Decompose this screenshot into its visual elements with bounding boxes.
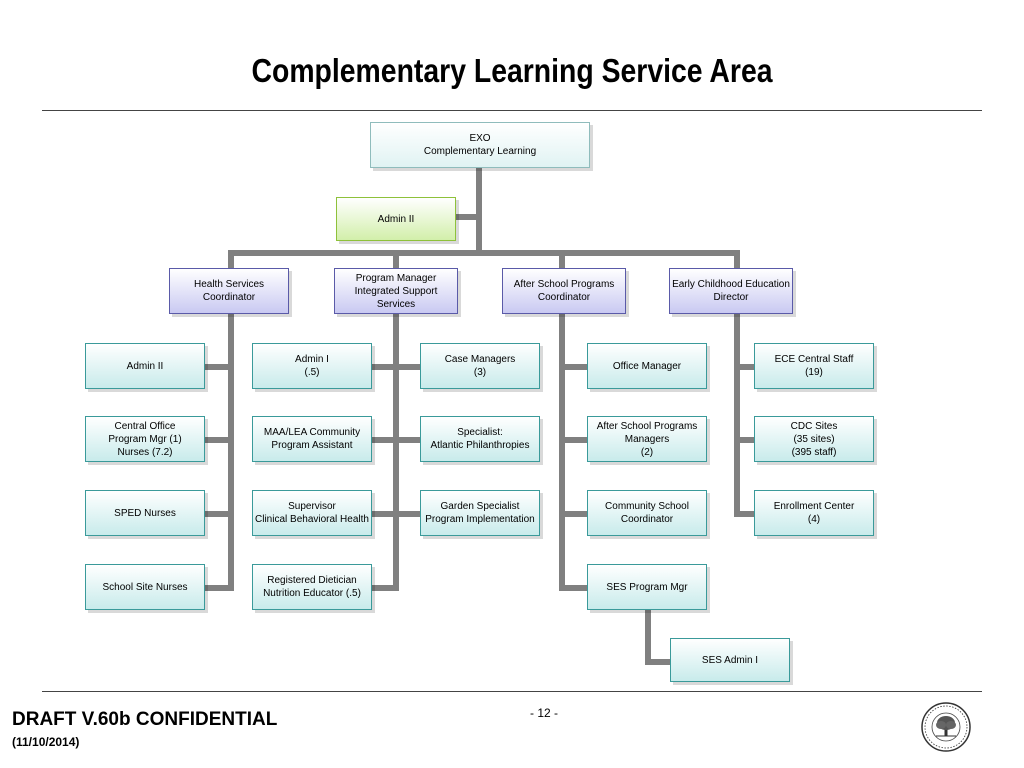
box-label: Nutrition Educator (.5) <box>263 588 361 599</box>
health-admin-ii-box: Admin II <box>85 343 205 389</box>
box-label: Clinical Behavioral Health <box>255 514 369 525</box>
box-label: Community School <box>605 501 689 512</box>
box-label: After School Programs <box>596 420 698 432</box>
school-site-nurses-box: School Site Nurses <box>85 564 205 610</box>
box-label: Registered Dietician <box>267 575 357 586</box>
box-label: SPED Nurses <box>114 507 176 519</box>
box-label: (.5) <box>304 367 320 378</box>
ses-program-mgr-box: SES Program Mgr <box>587 564 707 610</box>
footer-divider <box>42 691 982 692</box>
box-label: Coordinator <box>202 292 256 303</box>
box-label: Director <box>713 292 749 303</box>
box-label: (3) <box>473 367 487 378</box>
box-label: Atlantic Philanthropies <box>430 440 530 451</box>
box-label: ECE Central Staff <box>774 354 854 365</box>
box-label: Coordinator <box>620 514 674 525</box>
registered-dietician-box: Registered Dietician Nutrition Educator … <box>252 564 372 610</box>
maa-lea-assistant-box: MAA/LEA Community Program Assistant <box>252 416 372 462</box>
ece-director-box: Early Childhood Education Director <box>669 268 793 314</box>
box-label: After School Programs <box>513 279 615 290</box>
program-manager-box: Program Manager Integrated Support Servi… <box>334 268 458 314</box>
box-label: MAA/LEA Community <box>263 427 361 438</box>
box-label: Program Implementation <box>425 514 535 525</box>
case-managers-box: Case Managers (3) <box>420 343 540 389</box>
central-office-nurses-box: Central Office Program Mgr (1) Nurses (7… <box>85 416 205 462</box>
after-school-managers-box: After School Programs Managers (2) <box>587 416 707 462</box>
exo-box: EXO Complementary Learning <box>370 122 590 168</box>
draft-label: DRAFT V.60b CONFIDENTIAL <box>12 709 278 730</box>
box-label: Supervisor <box>288 501 336 512</box>
box-label: Garden Specialist <box>440 501 520 512</box>
box-label: SES Admin I <box>701 654 759 666</box>
box-label: Enrollment Center <box>773 501 855 512</box>
box-label: Integrated Support Services <box>354 285 438 310</box>
box-label: (35 sites) <box>793 433 835 445</box>
box-label: Program Manager <box>355 272 437 284</box>
admin-i-box: Admin I (.5) <box>252 343 372 389</box>
garden-specialist-box: Garden Specialist Program Implementation <box>420 490 540 536</box>
exo-subtitle: Complementary Learning <box>423 146 537 157</box>
ses-admin-i-box: SES Admin I <box>670 638 790 682</box>
sped-nurses-box: SPED Nurses <box>85 490 205 536</box>
cdc-sites-box: CDC Sites (35 sites) (395 staff) <box>754 416 874 462</box>
box-label: SES Program Mgr <box>606 581 688 593</box>
box-label: Nurses (7.2) <box>117 446 173 458</box>
box-label: Managers <box>624 433 670 445</box>
page-number: - 12 - <box>530 706 559 720</box>
enrollment-center-box: Enrollment Center (4) <box>754 490 874 536</box>
admin-ii-exo-box: Admin II <box>336 197 456 241</box>
after-school-coordinator-box: After School Programs Coordinator <box>502 268 626 314</box>
box-label: Coordinator <box>537 292 591 303</box>
box-label: (19) <box>805 367 823 378</box>
box-label: Office Manager <box>612 360 682 372</box>
box-label: (395 staff) <box>791 446 837 458</box>
box-label: Case Managers <box>444 354 516 365</box>
page-title: Complementary Learning Service Area <box>251 52 773 89</box>
box-label: (4) <box>807 514 821 525</box>
box-label: Central Office <box>114 420 176 432</box>
box-label: School Site Nurses <box>102 581 188 593</box>
exo-title: EXO <box>469 133 491 144</box>
box-label: Admin II <box>126 360 164 372</box>
box-label: Health Services <box>193 279 265 290</box>
school-district-seal-icon <box>921 702 971 752</box>
health-services-coordinator-box: Health Services Coordinator <box>169 268 289 314</box>
title-divider <box>42 110 982 111</box>
box-label: Program Assistant <box>271 440 353 451</box>
box-label: Program Mgr (1) <box>108 433 182 445</box>
office-manager-box: Office Manager <box>587 343 707 389</box>
box-label: Early Childhood Education <box>672 279 790 290</box>
footer-draft-block: DRAFT V.60b CONFIDENTIAL (11/10/2014) <box>12 709 277 749</box>
ece-central-staff-box: ECE Central Staff (19) <box>754 343 874 389</box>
box-label: (2) <box>640 446 654 458</box>
box-label: Admin II <box>377 213 415 225</box>
community-school-coordinator-box: Community School Coordinator <box>587 490 707 536</box>
box-label: Specialist: <box>457 427 503 438</box>
box-label: Admin I <box>295 354 329 365</box>
box-label: CDC Sites <box>790 420 838 432</box>
supervisor-clinical-box: Supervisor Clinical Behavioral Health <box>252 490 372 536</box>
draft-date: (11/10/2014) <box>12 735 80 749</box>
specialist-atlantic-box: Specialist: Atlantic Philanthropies <box>420 416 540 462</box>
